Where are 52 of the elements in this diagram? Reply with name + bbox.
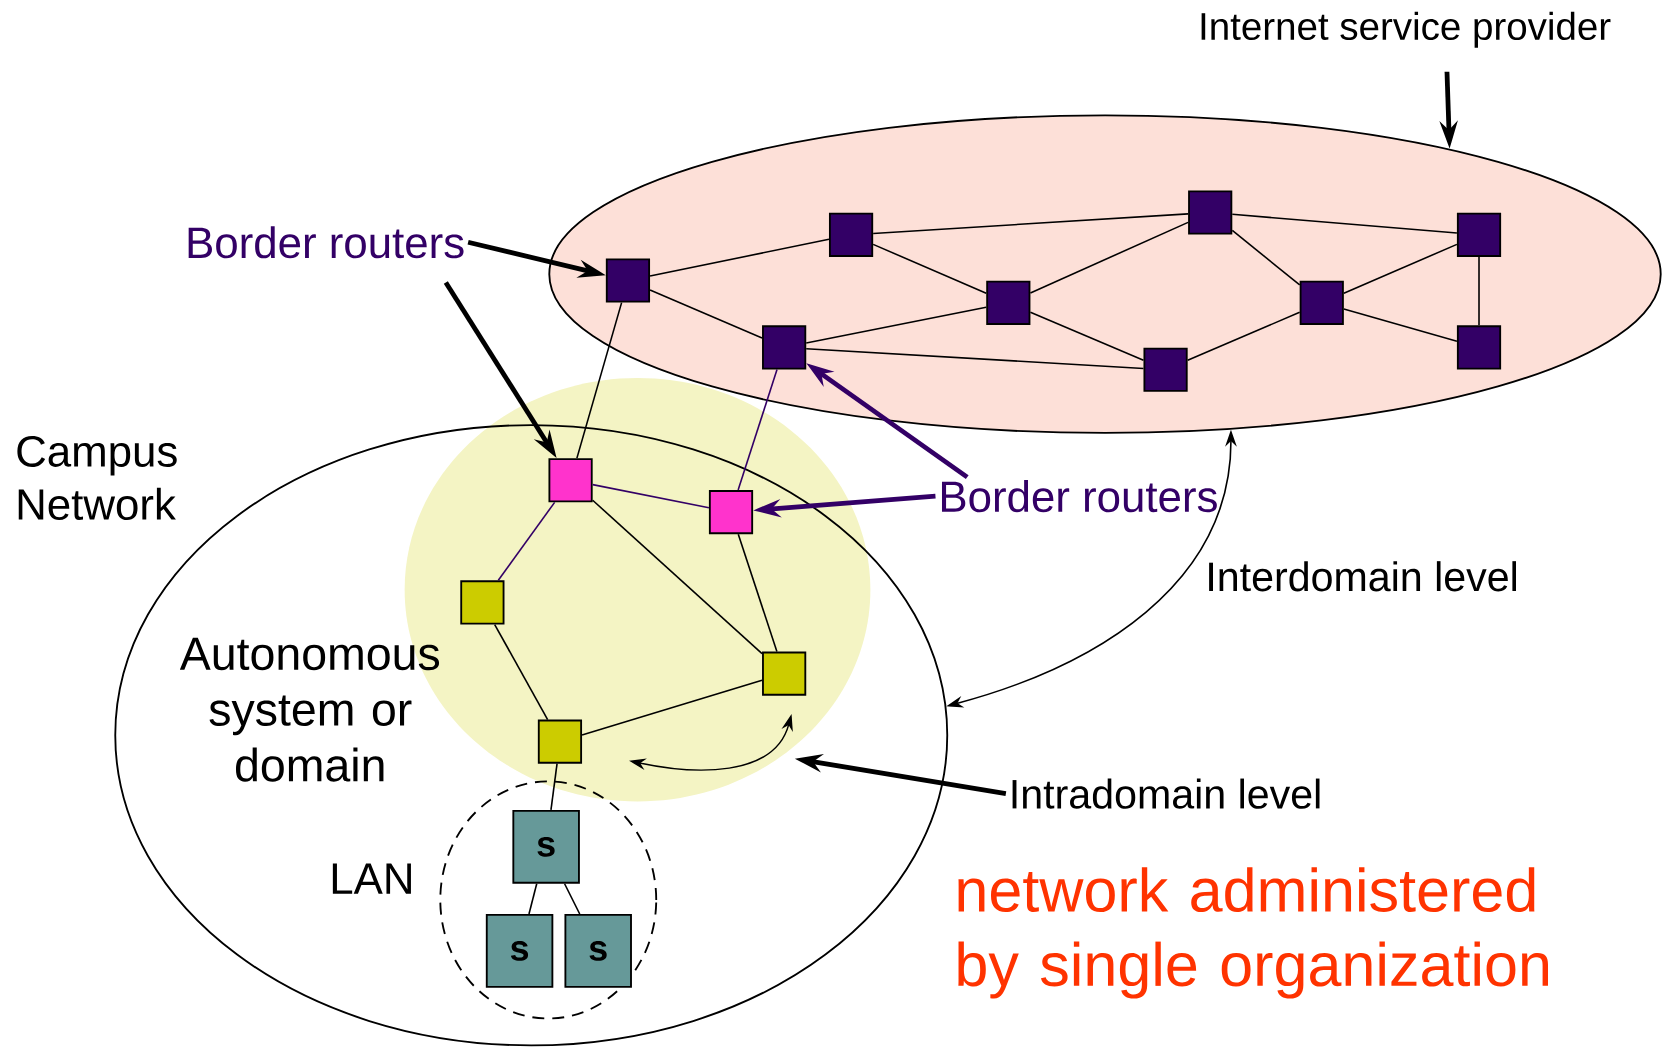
callout-label: Intradomain level [1012, 778, 1320, 809]
link-line [581, 679, 763, 736]
link-line [872, 213, 1189, 235]
router-square [828, 212, 874, 258]
router-square [605, 258, 651, 303]
callout-label: Border routers [188, 226, 464, 259]
lan-circle [439, 780, 658, 1020]
area-label: Autonomous system or domain [179, 637, 440, 782]
link-line [1343, 308, 1458, 343]
router-square [1299, 280, 1344, 326]
server-box: s [485, 914, 554, 988]
edge-label: Interdomain level [1202, 558, 1522, 595]
router-square [460, 580, 505, 625]
router-square [708, 490, 754, 535]
link-line [1231, 229, 1301, 286]
server-box: s [512, 810, 580, 884]
link-line [563, 883, 581, 915]
router-square [986, 280, 1031, 326]
link-line [1478, 256, 1480, 327]
beside-label: LAN [332, 863, 411, 894]
note-text: network administered by single organization [958, 867, 1548, 999]
link-line [649, 289, 763, 339]
server-box: s [564, 914, 632, 988]
link-line [591, 483, 710, 509]
link-line [737, 368, 778, 491]
link-line [1231, 213, 1458, 234]
router-square [548, 458, 593, 503]
link-line [550, 763, 558, 811]
callout-label: Border routers [942, 480, 1217, 513]
link-line [1029, 311, 1145, 362]
callout-label: Internet service provider [1201, 11, 1611, 48]
link-line [591, 499, 763, 655]
link-line [737, 533, 778, 653]
link-line [805, 348, 1145, 370]
link-line [1343, 243, 1458, 295]
link-line [576, 301, 623, 460]
router-square [1188, 190, 1233, 235]
link-line [528, 883, 538, 915]
router-square [762, 651, 807, 696]
router-square [1143, 347, 1188, 392]
router-square [762, 325, 807, 370]
link-line [805, 306, 987, 344]
router-square [1456, 212, 1502, 258]
router-square [537, 719, 583, 764]
router-square [1456, 325, 1502, 370]
network-ellipse [548, 114, 1662, 434]
link-line [493, 623, 549, 721]
link-line [872, 243, 987, 295]
link-line [649, 238, 830, 277]
link-line [1029, 221, 1189, 294]
link-line [1186, 311, 1301, 362]
link-line [497, 501, 556, 582]
